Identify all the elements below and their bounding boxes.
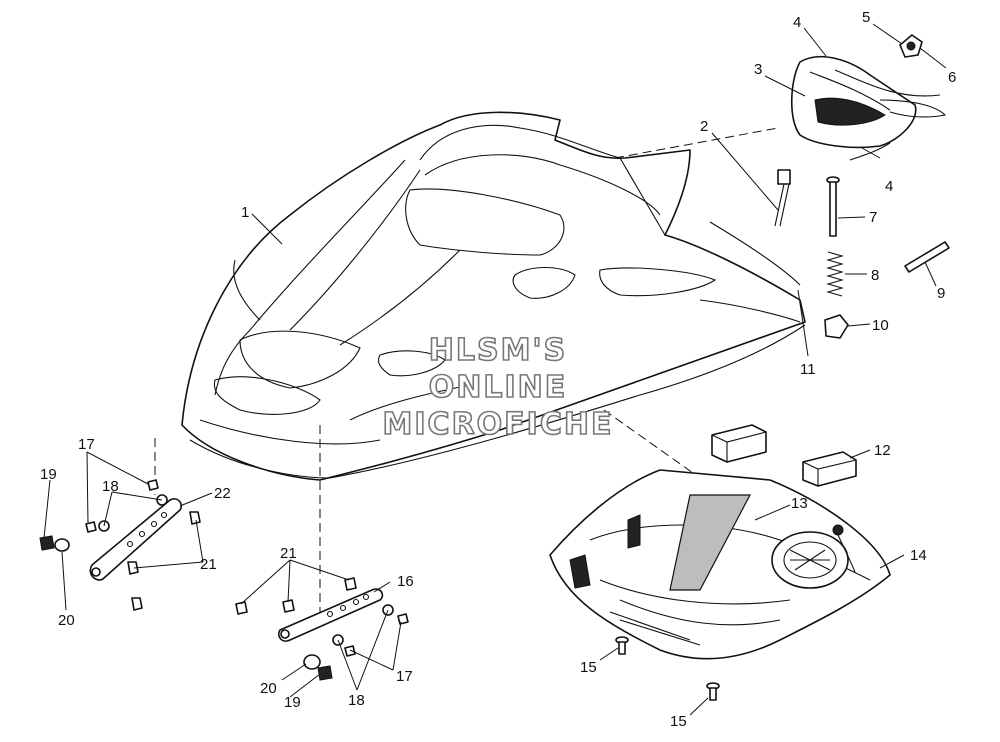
callout-18-right: 18 (348, 692, 365, 709)
callout-9: 9 (937, 285, 945, 302)
callout-20-left: 20 (58, 612, 75, 629)
callout-17-left: 17 (78, 436, 95, 453)
hood (181, 111, 806, 481)
callout-15-b: 15 (670, 713, 687, 730)
callout-8: 8 (871, 267, 879, 284)
bolt (826, 176, 840, 237)
adjuster-knob (824, 314, 849, 339)
spring (825, 251, 845, 297)
belly-pan (549, 469, 891, 660)
callout-4-top: 4 (793, 14, 801, 31)
callout-15-a: 15 (580, 659, 597, 676)
callout-6: 6 (948, 69, 956, 86)
callout-20-right: 20 (260, 680, 277, 697)
watermark-line-2: ONLINE (429, 370, 568, 405)
callout-19-right: 19 (284, 694, 301, 711)
rivets (615, 636, 720, 701)
callout-12: 12 (874, 442, 891, 459)
leader-lines (43, 23, 947, 716)
seal-strip (709, 221, 801, 286)
watermark-line-1: HLSM'S (429, 333, 567, 368)
foam-blocks (711, 424, 857, 487)
callout-22: 22 (214, 485, 231, 502)
callout-21-left: 21 (200, 556, 217, 573)
callout-18-left: 18 (102, 478, 119, 495)
callout-1: 1 (241, 204, 249, 221)
callout-5: 5 (862, 9, 870, 26)
watermark-line-3: MICROFICHE (383, 407, 614, 442)
left-bracket (39, 479, 201, 611)
callout-7: 7 (869, 209, 877, 226)
callout-17-right: 17 (396, 668, 413, 685)
strap (904, 241, 950, 273)
callout-11: 11 (800, 361, 816, 378)
callout-21-right: 21 (280, 545, 297, 562)
callout-14: 14 (910, 547, 927, 564)
callout-3: 3 (754, 61, 762, 78)
wiring-harness (774, 169, 791, 227)
callout-2: 2 (700, 118, 708, 135)
callout-16: 16 (397, 573, 414, 590)
callout-10: 10 (872, 317, 889, 334)
callout-4-bottom: 4 (885, 178, 893, 195)
callout-13: 13 (791, 495, 808, 512)
callout-19-left: 19 (40, 466, 57, 483)
headlight-assembly (790, 34, 947, 161)
right-bracket (235, 577, 409, 681)
